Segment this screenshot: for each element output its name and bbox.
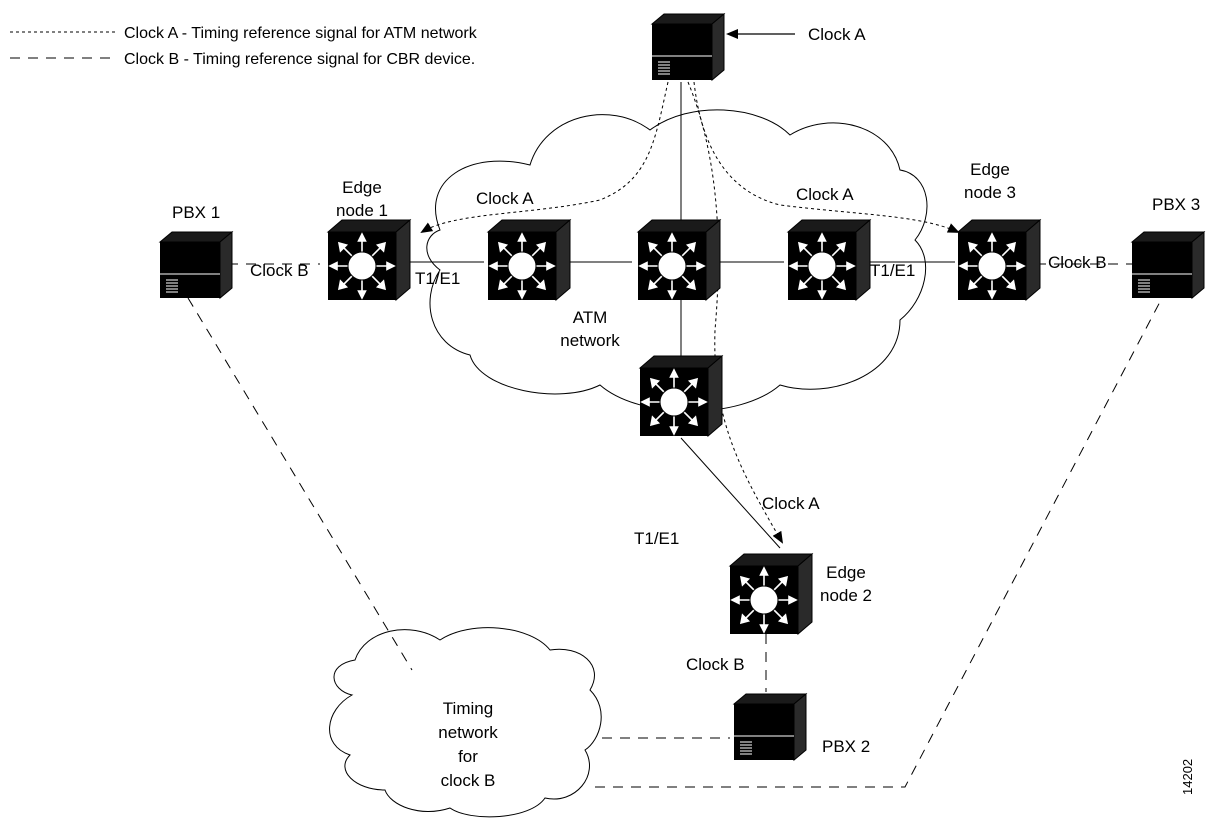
pbx-2-label: PBX 2 (822, 737, 870, 756)
clock-a-source-label: Clock A (808, 25, 866, 44)
timing-network-label-line1: Timing (443, 699, 493, 718)
atm-switch-3[interactable] (787, 219, 871, 301)
timing-network-label-line4: clock B (441, 771, 496, 790)
atm-switch-1[interactable] (487, 219, 571, 301)
diagram-labels: Clock A Clock A Clock A Clock A Clock B … (172, 25, 1200, 795)
pbx-1-label: PBX 1 (172, 203, 220, 222)
clock-b-timing-pbx3 (595, 297, 1163, 788)
figure-id-label: 14202 (1180, 759, 1195, 795)
timing-network-label-line2: network (438, 723, 498, 742)
clock-b-bottom-label: Clock B (686, 655, 745, 674)
edge-node-3-label-line2: node 3 (964, 183, 1016, 202)
pbx-3-device[interactable] (1131, 231, 1205, 299)
clock-a-path-to-edge1 (420, 81, 669, 234)
clock-a-bottom-label: Clock A (762, 494, 820, 513)
edge-node-1-label-line1: Edge (342, 178, 382, 197)
clock-a-paths (420, 81, 960, 544)
t1e1-bottom-label: T1/E1 (634, 529, 679, 548)
clock-a-path-to-edge3 (693, 81, 960, 233)
link-bottom-edge2 (680, 437, 781, 549)
legend-item-clock-a: Clock A - Timing reference signal for AT… (10, 25, 478, 42)
atm-network-cloud (426, 109, 928, 412)
trunk-links (403, 82, 955, 549)
clock-b-pbx1-timing (187, 297, 413, 671)
clock-b-paths (187, 263, 1163, 788)
pbx-1-device[interactable] (159, 231, 233, 299)
t1e1-left-label: T1/E1 (415, 269, 460, 288)
pbx-2-device[interactable] (733, 693, 807, 761)
atm-switch-bottom[interactable] (639, 355, 723, 437)
t1e1-right-label: T1/E1 (870, 261, 915, 280)
legend-item-clock-b: Clock B - Timing reference signal for CB… (10, 51, 475, 68)
edge-node-1-switch[interactable] (327, 219, 411, 301)
timing-network-cloud (329, 627, 602, 818)
clock-b-left-label: Clock B (250, 261, 309, 280)
edge-node-2-label-line2: node 2 (820, 586, 872, 605)
clock-b-right-label: Clock B (1048, 253, 1107, 272)
atm-network-label-line2: network (560, 331, 620, 350)
clock-a-left-label: Clock A (476, 189, 534, 208)
edge-node-2-switch[interactable] (729, 553, 813, 635)
legend-text-clock-a: Clock A - Timing reference signal for AT… (124, 25, 478, 42)
timing-network-label-line3: for (458, 747, 478, 766)
clock-a-right-label: Clock A (796, 185, 854, 204)
edge-node-3-label-line1: Edge (970, 160, 1010, 179)
atm-network-label-line1: ATM (573, 308, 608, 327)
atm-switch-center[interactable] (637, 219, 721, 301)
pbx-3-label: PBX 3 (1152, 195, 1200, 214)
edge-node-2-label-line1: Edge (826, 563, 866, 582)
legend-text-clock-b: Clock B - Timing reference signal for CB… (124, 51, 475, 68)
clock-a-source-device[interactable] (651, 13, 725, 81)
edge-node-3-switch[interactable] (957, 219, 1041, 301)
edge-node-1-label-line2: node 1 (336, 201, 388, 220)
legend: Clock A - Timing reference signal for AT… (10, 25, 478, 68)
clock-a-path-to-edge2 (687, 81, 784, 544)
